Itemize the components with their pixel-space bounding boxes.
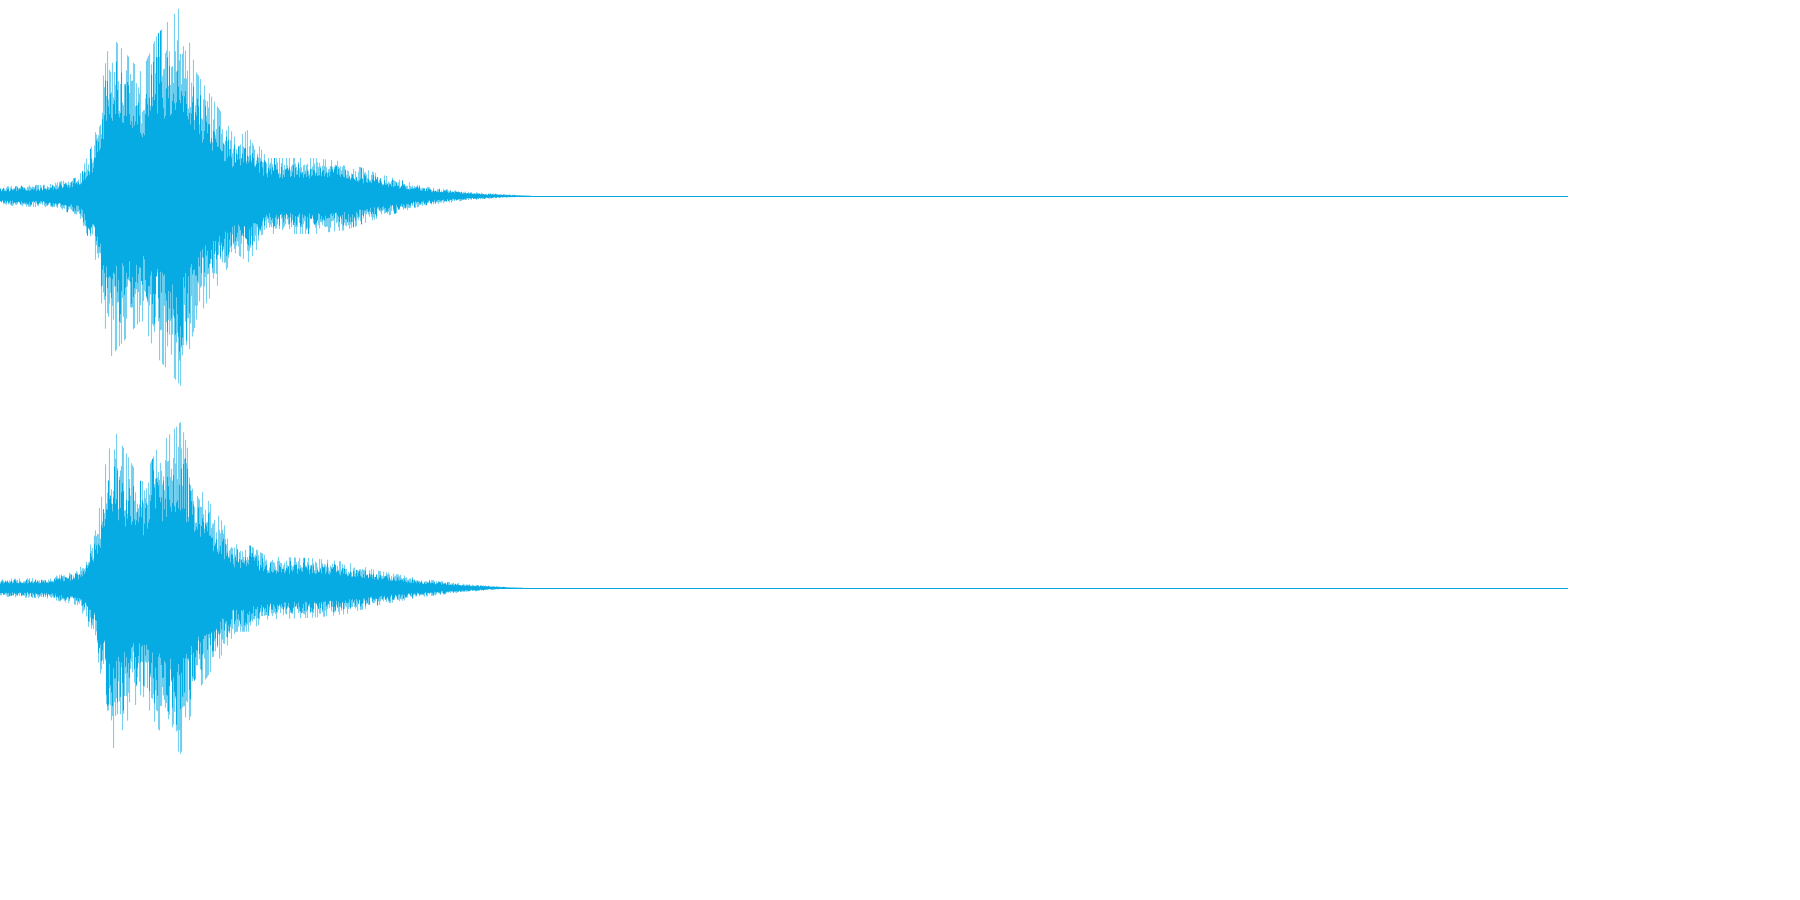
waveform-view <box>0 8 1568 754</box>
audio-waveform <box>0 8 1568 754</box>
left-channel-waveform <box>0 8 1568 386</box>
channel-core <box>0 129 532 263</box>
channel-core <box>0 529 524 647</box>
right-channel-waveform <box>0 422 1568 754</box>
